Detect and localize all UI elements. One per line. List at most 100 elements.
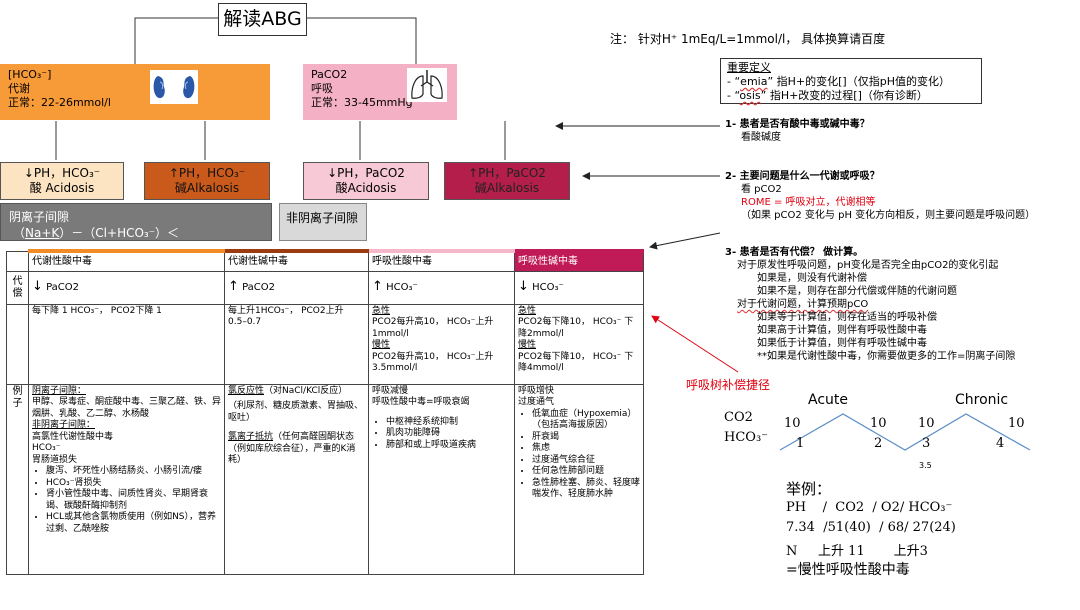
def1-rest: ” 指H+的变化[]（仅指pH值的变化）: [767, 75, 950, 88]
ma-line1: PH，HCO₃⁻: [33, 166, 101, 180]
q2-line3: （如果 pCO2 变化与 pH 变化方向相反，则主要问题是呼吸问题）: [741, 210, 1036, 221]
arrow-up-icon: ↑: [228, 279, 239, 295]
metabolic-kind: 代谢: [8, 82, 30, 95]
tree-bottom-value: 4: [996, 436, 1005, 451]
q3-line: **如果是代谢性酸中毒，你需要做更多的工作=阴离子间隙: [757, 351, 1016, 362]
ex-resp-alk-line1: 呼吸增快: [518, 385, 555, 396]
ex-gi-loss: 胃肠道损失: [32, 454, 78, 465]
calc-chronic-label: 慢性: [518, 340, 537, 350]
row-label-examples: 例子: [6, 383, 29, 575]
q1-body: 看酸碱度: [741, 132, 781, 143]
header-metabolic-acidosis: 代谢性酸中毒: [28, 249, 225, 272]
header-respiratory-alkalosis: 呼吸性碱中毒: [514, 249, 644, 272]
arrow-down-icon: ↓: [32, 279, 43, 295]
metabolic-box: [HCO₃⁻] 代谢 正常：22-26mmol/l: [0, 64, 270, 120]
list-item: 任何急性肺部问题: [532, 466, 640, 478]
respiratory-kind: 呼吸: [311, 82, 333, 95]
anion-gap-formula-a: Na+K: [25, 226, 60, 240]
def1-prefix: - “: [727, 75, 741, 88]
ex-chloride-resistant: 氯离子抵抗: [228, 432, 274, 442]
metabolic-alkalosis-box: ↑PH，HCO₃⁻ 碱Alkalosis: [144, 162, 270, 200]
example-line-2: 7.34 /51(40) / 68/ 27(24): [786, 520, 956, 535]
calc-cell: 每下降 1 HCO₃⁻， PCO2下降 1: [28, 303, 225, 385]
ex-chloride-responsive: 氯反应性: [228, 385, 265, 396]
tree-top-value: 10: [784, 416, 801, 431]
calc-acute-label: 急性: [372, 305, 391, 316]
q3-title: 3- 患者是否有代偿？ 做计算。: [725, 247, 864, 258]
acid-base-table: 代谢性酸中毒 代谢性碱中毒 呼吸性酸中毒 呼吸性碱中毒 代偿 ↓ PaCO2 ↑…: [6, 249, 644, 575]
row-label-compensation: 代偿: [6, 270, 29, 305]
example-line-1: PH / CO2 / O2/ HCO₃⁻: [786, 500, 953, 515]
def2-prefix: - “: [727, 89, 740, 102]
calc-acute-body: PCO2每下降10， HCO₃⁻ 下降2mmol/l: [518, 317, 634, 339]
header-metabolic-alkalosis: 代谢性碱中毒: [224, 249, 369, 272]
anion-gap-title: 阴离子间隙: [9, 210, 70, 224]
list-item: 肌肉功能障碍: [386, 428, 511, 440]
list-item: HCL或其他含氯物质使用（例如NS），营养过剩、乙酰唑胺: [46, 512, 221, 535]
respiratory-normal: 正常：33-45mmHg: [311, 96, 413, 109]
ex-non-anion-gap-label: 非阴离子间隙：: [32, 420, 96, 430]
list-item: 过度通气综合征: [532, 455, 640, 467]
example-line-3: N 上升 11 上升3: [786, 544, 928, 559]
example-cell: 呼吸增快 过度通气 低氧血症（Hypoxemia）（包括高海拔原因） 肝衰竭 焦…: [514, 383, 644, 575]
mk-line2: 碱Alkalosis: [174, 181, 240, 195]
respiratory-label: PaCO2: [311, 68, 348, 81]
def2-word: osis: [739, 89, 761, 102]
list-item: HCO₃⁻肾损失: [46, 478, 221, 490]
calc-cell: 急性 PCO2每升高10， HCO₃⁻上升 1mmol/l 慢性 PCO2每升高…: [368, 303, 515, 385]
metabolic-label: [HCO₃⁻]: [8, 68, 52, 81]
table-row: 代偿 ↓ PaCO2 ↑ PaCO2 ↑ HCO₃⁻ ↓ HCO₃⁻: [6, 270, 644, 305]
ex-chloride-resistant-body: （任何高醛固酮状态（例如库欣综合征），严重的K消耗）: [228, 432, 356, 465]
calc-chronic-label: 慢性: [372, 340, 391, 350]
q2-line1: 看 pCO2: [741, 184, 782, 195]
calc-acute-body: PCO2每升高10， HCO₃⁻上升 1mmol/l: [372, 317, 494, 339]
tree-hco3-label: HCO₃⁻: [724, 430, 769, 445]
arrow-up-icon: ↑: [168, 166, 179, 180]
lungs-icon: [407, 68, 447, 102]
list-item: 急性肺栓塞、肺炎、轻度哮喘发作、轻度肺水肿: [532, 478, 640, 501]
q2-line2: ROME = 呼吸对立，代谢相等: [741, 197, 876, 208]
arrow-up-icon: ↑: [468, 166, 479, 180]
metabolic-acidosis-box: ↓PH，HCO₃⁻ 酸 Acidosis: [0, 162, 124, 200]
list-item: 腹泻、坏死性小肠结肠炎、小肠引流/瘘: [46, 466, 221, 478]
tree-acute-label: Acute: [808, 392, 849, 408]
list-item: 低氧血症（Hypoxemia）（包括高海拔原因）: [532, 409, 640, 432]
rk-line2: 碱Alkalosis: [474, 181, 540, 195]
ex-anion-gap-label: 阴离子间隙：: [32, 385, 87, 396]
list-item: 中枢神经系统抑制: [386, 417, 511, 429]
question-2: 2- 主要问题是什么一代谢或呼吸？ 看 pCO2 ROME = 呼吸对立，代谢相…: [725, 170, 1035, 222]
q3-line: 如果低于计算值，则伴有呼吸性碱中毒: [757, 338, 927, 349]
tree-top-value: 10: [870, 416, 887, 431]
tree-sub-value: 3.5: [919, 461, 932, 470]
ex-resp-acid-line2: 呼吸性酸中毒=呼吸衰竭: [372, 397, 470, 407]
calc-cell: 急性 PCO2每下降10， HCO₃⁻ 下降2mmol/l 慢性 PCO2每下降…: [514, 303, 644, 385]
q3-line: 如果高于计算值，则伴有呼吸性酸中毒: [757, 325, 927, 336]
respiratory-acidosis-box: ↓PH，PaCO2 酸Acidosis: [303, 162, 429, 200]
example-conclusion: =慢性呼吸性酸中毒: [786, 562, 910, 578]
non-anion-gap-box: 非阴离子间隙: [279, 203, 367, 241]
unit-note: 注： 针对H⁺ 1mEq/L=1mmol/l， 具体换算请百度: [610, 32, 886, 46]
example-title: 举例：: [786, 480, 832, 498]
comp-cell: HCO₃⁻: [386, 282, 418, 294]
arrow-up-icon: ↑: [372, 279, 383, 295]
comp-cell: PaCO2: [46, 282, 80, 294]
arrow-down-icon: ↓: [327, 166, 338, 180]
respiratory-alkalosis-box: ↑PH，PaCO2 碱Alkalosis: [444, 162, 570, 200]
example-cell: 呼吸减慢 呼吸性酸中毒=呼吸衰竭 中枢神经系统抑制 肌肉功能障碍 肺部和或上呼吸…: [368, 383, 515, 575]
q2-title: 2- 主要问题是什么一代谢或呼吸？: [725, 171, 880, 182]
compensation-shortcut-label: 呼吸树补偿捷径: [686, 378, 771, 392]
table-row: 每下降 1 HCO₃⁻， PCO2下降 1 每上升1HCO₃⁻， PCO2上升 …: [6, 303, 644, 385]
tree-bottom-value: 3: [922, 436, 931, 451]
calc-acute-label: 急性: [518, 305, 537, 316]
ex-resp-acid-line1: 呼吸减慢: [372, 385, 409, 396]
tree-top-value: 10: [918, 416, 935, 431]
kidney-icon: [150, 70, 198, 104]
mk-line1: PH，HCO₃⁻: [178, 166, 246, 180]
table-row: 例子 阴离子间隙： 甲醇、尿毒症、酮症酸中毒、三聚乙醛、铁、异烟肼、乳酸、乙二醇…: [6, 383, 644, 575]
q3-line: 如果是，则没有代谢补偿: [757, 273, 867, 284]
definitions-box: 重要定义 - “emia” 指H+的变化[]（仅指pH值的变化） - “osis…: [720, 58, 982, 104]
question-1: 1- 患者是否有酸中毒或碱中毒？ 看酸碱度: [725, 118, 870, 144]
ma-line2: 酸 Acidosis: [29, 181, 95, 195]
row-label-empty: [6, 303, 29, 385]
